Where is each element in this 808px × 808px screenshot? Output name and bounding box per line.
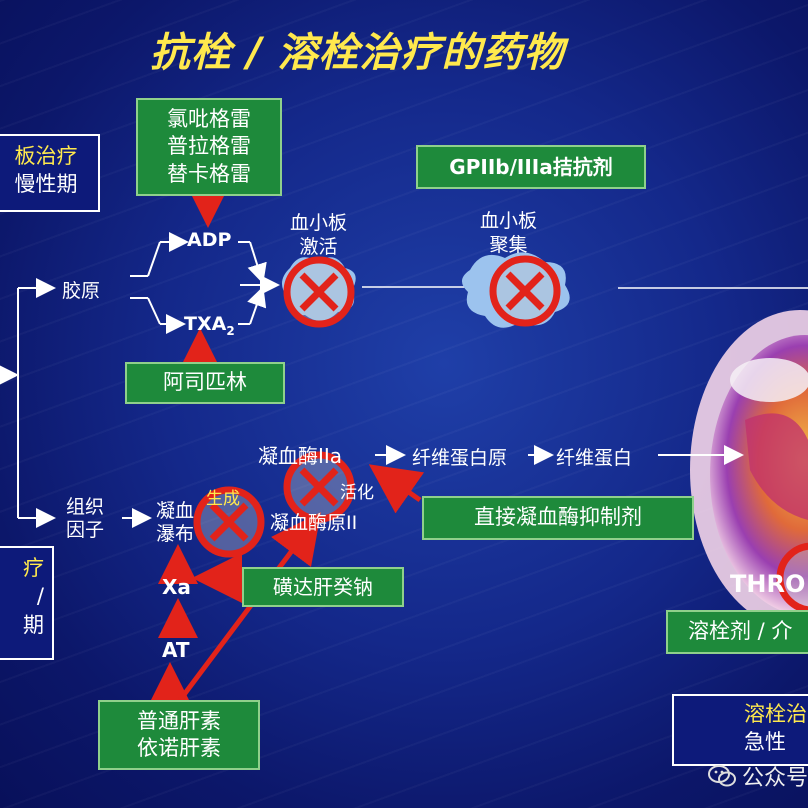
activation-line1: 血小板 <box>290 212 348 234</box>
right-box-acute: 溶栓治 急性 <box>672 694 808 766</box>
thrombolytic-box: 溶栓剂 / 介 <box>666 610 808 654</box>
tissue-factor-line1: 组织 <box>66 496 105 518</box>
txa-subscript: 2 <box>226 323 235 338</box>
inhibit-mark-cascade <box>193 486 265 558</box>
aggregated-platelet-shape <box>461 252 570 328</box>
coagulation-cascade-label: 凝血 瀑布 <box>156 500 194 546</box>
aggregation-line2: 聚集 <box>489 233 528 256</box>
prothrombin-label: 凝血酶原II <box>270 512 358 534</box>
left-box-acute-line2: / <box>36 584 44 609</box>
right-box-acute-line1: 溶栓治 <box>744 702 807 726</box>
tissue-factor-label: 组织 因子 <box>66 496 104 542</box>
thrombus-illustration <box>690 310 808 630</box>
inhibit-mark-aggregation <box>489 255 561 327</box>
left-box-acute-line1: 疗 <box>23 556 44 580</box>
cascade-line1: 凝血 <box>156 500 195 522</box>
adp-inhibitor-box: 氯吡格雷 普拉格雷 替卡格雷 <box>136 98 282 196</box>
watermark-text: 公众号 <box>741 766 808 791</box>
fondaparinux-box: 磺达肝癸钠 <box>242 567 404 607</box>
drug-clopidogrel: 氯吡格雷 <box>167 107 251 132</box>
platelet-activation-label: 血小板 激活 <box>290 212 347 260</box>
fibrin-label: 纤维蛋白 <box>556 447 633 469</box>
thrombus-label: THRO <box>730 570 806 598</box>
gp-antagonist-box: GPIIb/IIIa拮抗剂 <box>416 145 646 189</box>
watermark: 公众号 <box>707 760 808 792</box>
wechat-icon <box>707 765 736 787</box>
platelet-aggregation-label: 血小板 聚集 <box>480 210 537 258</box>
generate-label: 生成 <box>206 489 240 509</box>
inhibit-mark-thrombin <box>283 451 355 523</box>
xa-label: Xa <box>162 575 191 599</box>
drug-prasugrel: 普拉格雷 <box>167 134 251 159</box>
aggregation-line1: 血小板 <box>480 210 538 232</box>
fibrinogen-label: 纤维蛋白原 <box>412 447 508 469</box>
left-box-chronic-line2: 慢性期 <box>14 172 78 197</box>
heparin-box: 普通肝素 依诺肝素 <box>98 700 260 770</box>
left-box-acute: 疗 / 期 <box>0 546 54 660</box>
inhibit-mark-thrombus <box>776 542 808 614</box>
aspirin-box: 阿司匹林 <box>125 362 285 404</box>
right-box-acute-line2: 急性 <box>744 730 786 755</box>
drug-unfractionated-heparin: 普通肝素 <box>137 708 221 733</box>
activation-line2: 激活 <box>299 235 338 258</box>
left-box-acute-line3: 期 <box>23 612 44 637</box>
txa2-label: TXA2 <box>184 313 235 338</box>
inhibit-mark-activation <box>283 256 355 328</box>
txa-text: TXA <box>184 313 227 335</box>
direct-thrombin-inhibitor-box: 直接凝血酶抑制剂 <box>422 496 694 540</box>
drug-ticagrelor: 替卡格雷 <box>167 161 251 186</box>
adp-label: ADP <box>187 229 232 251</box>
collagen-label: 胶原 <box>62 280 101 302</box>
activate-suffix-label: 活化 <box>340 483 374 503</box>
left-box-chronic: 板治疗 慢性期 <box>0 134 100 212</box>
left-box-chronic-line1: 板治疗 <box>14 144 78 168</box>
cascade-line2: 瀑布 <box>156 522 195 545</box>
thrombin-label: 凝血酶IIa <box>258 444 343 468</box>
drug-enoxaparin: 依诺肝素 <box>137 736 221 760</box>
at-label: AT <box>162 638 190 662</box>
tissue-factor-line2: 因子 <box>66 518 105 541</box>
slide-title: 抗栓 / 溶栓治疗的药物 <box>150 30 565 76</box>
